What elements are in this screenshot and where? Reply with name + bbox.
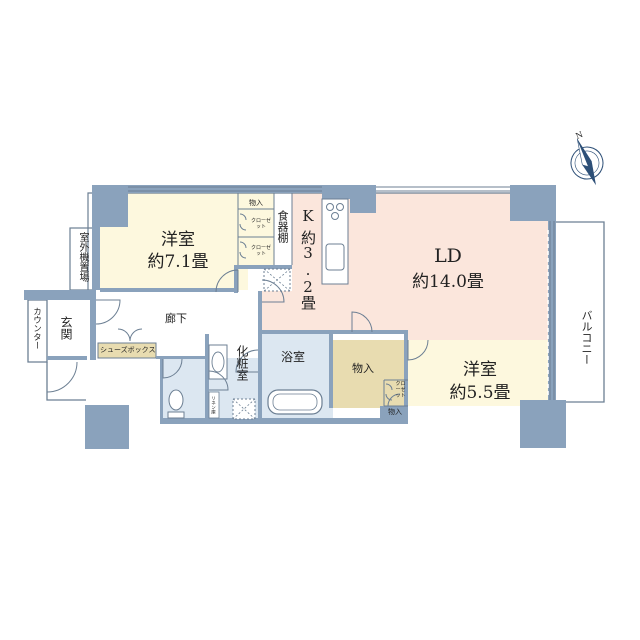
- laundry-pan: [232, 398, 256, 420]
- kitchen-letter: K: [302, 207, 314, 225]
- pantry-floor: [274, 193, 292, 265]
- corridor-label: 廊下: [165, 311, 187, 325]
- living-size: 約14.0畳: [412, 272, 484, 292]
- storage-floor: [333, 340, 408, 408]
- entry-outline-2: [46, 362, 86, 401]
- shoe-box-label: シューズボックス: [100, 346, 156, 354]
- balcony-outline: [556, 221, 605, 403]
- shoe-box: [97, 342, 157, 359]
- storage-label: 物入: [352, 361, 374, 375]
- washbasin: [208, 344, 228, 380]
- bedroom1-name: 洋室: [161, 230, 195, 250]
- balcony-label: バルコニー: [580, 310, 593, 365]
- kitchen-counter: [321, 198, 349, 285]
- storage-small-label-2: 物入: [388, 408, 402, 416]
- walls: [24, 185, 566, 449]
- counter-label: カウンター: [31, 307, 42, 350]
- toilet: [168, 389, 184, 411]
- bathroom-label: 浴室: [281, 349, 305, 364]
- entrance-label: 玄関: [59, 316, 73, 340]
- linen-storage: [208, 391, 220, 419]
- bedroom2-floor: [408, 340, 548, 406]
- storage-small-label-1: 物入: [249, 199, 263, 207]
- kitchen-sink: [325, 243, 345, 271]
- outdoor-unit-label: 室外機置場: [77, 232, 88, 282]
- doors: [46, 213, 429, 407]
- windows: [128, 186, 555, 400]
- bathtub: [267, 389, 323, 415]
- pantry-label: 食器棚: [276, 210, 289, 243]
- kitchen-size: 約3.2畳: [299, 230, 317, 309]
- bedroom1-size: 約7.1畳: [147, 252, 208, 272]
- powder-room-label: 化粧室: [235, 345, 249, 381]
- bedroom2-name: 洋室: [463, 360, 497, 380]
- compass-north-label: N: [574, 130, 584, 141]
- stove-burners: [326, 203, 344, 220]
- closet-column: [238, 193, 274, 265]
- entrance-floor: [47, 300, 96, 362]
- compass-icon: [570, 138, 604, 186]
- living-floor: [262, 193, 548, 340]
- bedroom2-size: 約5.5畳: [449, 383, 510, 403]
- living-name: LD: [434, 245, 462, 267]
- closet-label-3: クローゼット: [395, 381, 406, 399]
- linen-label: リネン庫: [210, 396, 216, 414]
- closet-label-2: クローゼット: [250, 245, 271, 257]
- closet-label-1: クローゼット: [250, 218, 271, 230]
